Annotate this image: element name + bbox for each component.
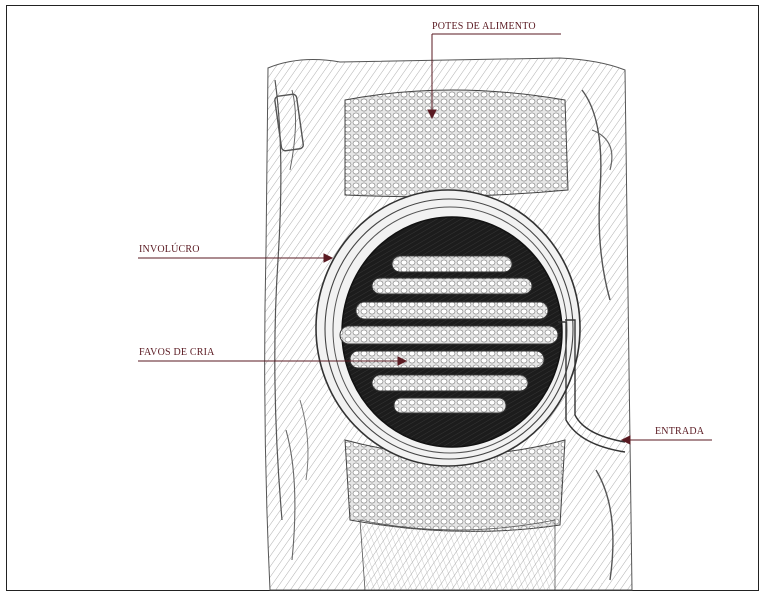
food-pots-top [345, 90, 568, 197]
label-entrada: ENTRADA [655, 426, 704, 437]
label-involucro: INVOLÚCRO [139, 244, 200, 255]
label-favos-de-cria: FAVOS DE CRIA [139, 347, 215, 358]
label-potes-de-alimento: POTES DE ALIMENTO [432, 21, 536, 32]
